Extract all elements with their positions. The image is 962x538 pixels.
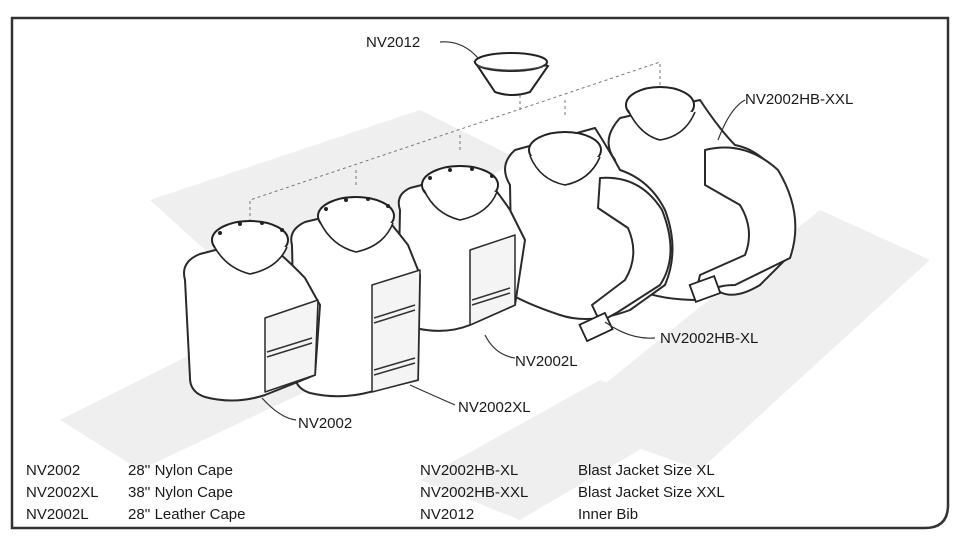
legend-desc: Blast Jacket Size XL bbox=[578, 462, 715, 479]
callout-jacket-xxl: NV2002HB-XXL bbox=[745, 91, 853, 108]
legend-desc: Blast Jacket Size XXL bbox=[578, 484, 725, 501]
callout-nylon-38: NV2002XL bbox=[458, 399, 531, 416]
nylon-cape-38 bbox=[290, 196, 421, 398]
connector-lines bbox=[249, 61, 661, 222]
legend-desc: 28'' Leather Cape bbox=[128, 506, 245, 523]
legend-desc: 28'' Nylon Cape bbox=[128, 462, 233, 479]
legend-code: NV2002XL bbox=[26, 484, 99, 501]
legend-code: NV2002L bbox=[26, 506, 89, 523]
nylon-cape-28 bbox=[183, 220, 321, 402]
legend-desc: 38'' Nylon Cape bbox=[128, 484, 233, 501]
legend-code: NV2002HB-XL bbox=[420, 462, 518, 479]
legend: NV2002 28'' Nylon Cape NV2002XL 38'' Nyl… bbox=[26, 462, 725, 523]
callout-inner-bib: NV2012 bbox=[366, 34, 420, 51]
legend-desc: Inner Bib bbox=[578, 506, 638, 523]
callout-leather-cape: NV2002L bbox=[515, 353, 578, 370]
callout-nylon-28: NV2002 bbox=[298, 415, 352, 432]
leader-lines bbox=[261, 41, 746, 421]
legend-code: NV2002 bbox=[26, 462, 80, 479]
callout-jacket-xl: NV2002HB-XL bbox=[660, 330, 758, 347]
inner-bib bbox=[473, 52, 550, 96]
legend-code: NV2002HB-XXL bbox=[420, 484, 528, 501]
diagram-frame bbox=[10, 16, 950, 530]
legend-code: NV2012 bbox=[420, 506, 474, 523]
blast-jacket-xl bbox=[504, 127, 674, 343]
